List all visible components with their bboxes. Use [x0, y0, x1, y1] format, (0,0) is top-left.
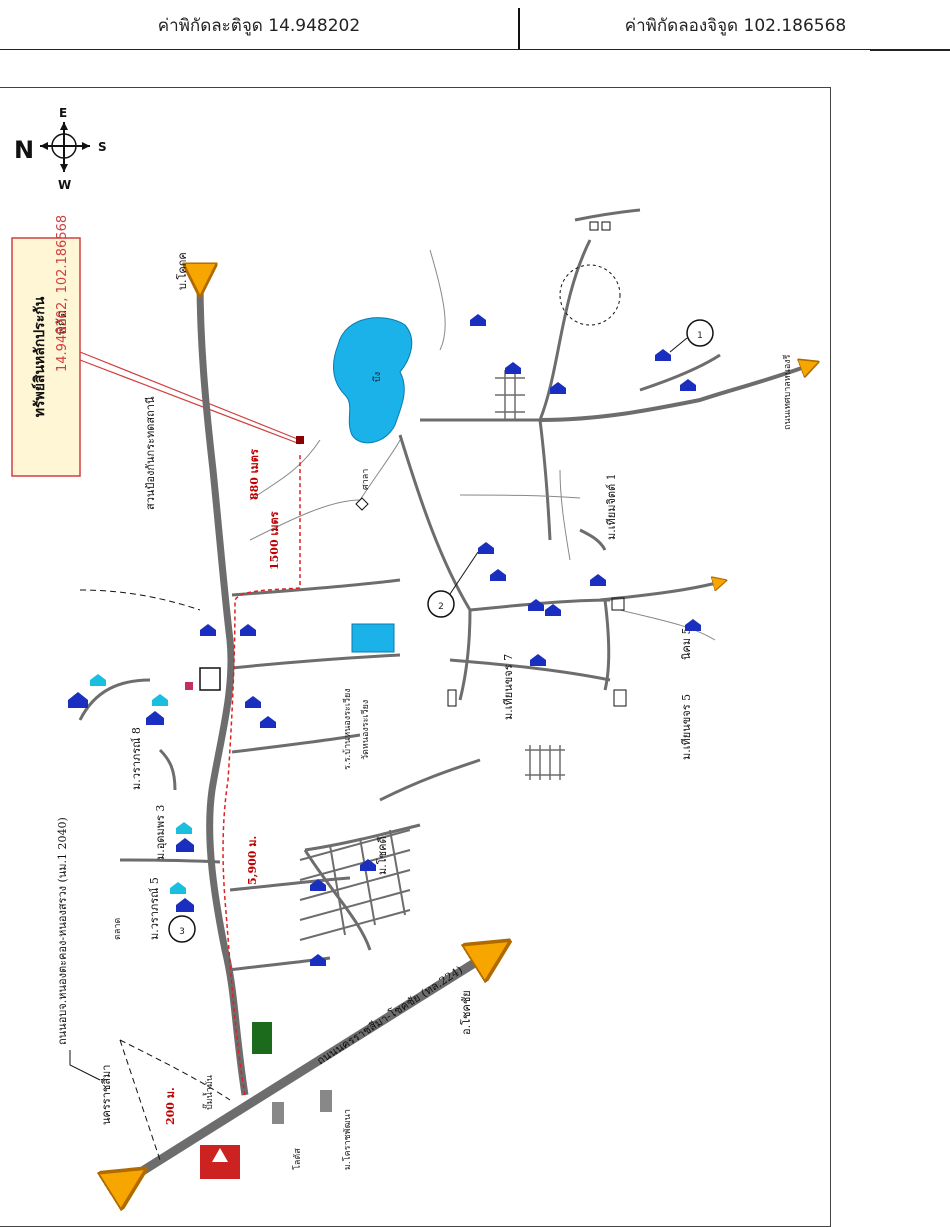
compass-n: N [14, 136, 34, 164]
minor-roads [249, 249, 716, 641]
label-dist-880: 880 เมตร [248, 449, 261, 500]
numbered-markers [168, 319, 714, 943]
small-pond [351, 623, 395, 653]
label-kpi: ม.โคราชพัฒนา [342, 1109, 353, 1170]
latitude-label: ค่าพิกัดละติจูด 14.948202 [157, 15, 361, 36]
pond [333, 317, 413, 444]
compass-rose: N E S W [14, 106, 107, 192]
marker-2: 2 [438, 602, 444, 612]
label-cemetery: สวนป้องกันกระทดสถานี [144, 396, 157, 510]
east-road [539, 365, 810, 422]
label-dist-5900: 5,900 ม. [246, 836, 259, 885]
route-to-property [222, 452, 301, 1096]
label-village-7: ม.เทียนขจร 7 [502, 654, 515, 720]
label-road-right: ถนนเทศบาลหนองรี [782, 354, 793, 430]
callout-coord-prefix: พิกัด [55, 310, 70, 335]
label-rural-road: ถนนอบจ.หนองตะคอง-หนองสรวง (นม.1 2040) [56, 817, 69, 1045]
header-bottom-line [0, 49, 950, 50]
label-dist-1500: 1500 เมตร [268, 511, 281, 570]
label-moo8: ม.วราภรณ์ 8 [130, 727, 143, 790]
compass-s: S [98, 140, 107, 154]
longitude-label: ค่าพิกัดลองจิจูด 102.186568 [624, 15, 847, 36]
label-chokdee: ม.โชคดี [375, 836, 389, 875]
label-chokchai: อ.โชคชัย [459, 990, 473, 1035]
label-moo3: ม.อุดมพร 3 [154, 805, 167, 860]
callout-title: ทรัพย์สินหลักประกัน [31, 296, 48, 417]
label-ptt: ปั๊มน้ำมัน [202, 1075, 215, 1110]
callout-coord-value: 14.948202, 102.186568 [55, 215, 70, 372]
housing-grid [299, 829, 411, 941]
label-highway: ถนนนครราชสีมา-โชคชัย (ทล.224) [314, 963, 465, 1068]
coordinate-header: ค่าพิกัดละติจูด 14.948202 ค่าพิกัดลองจิจ… [0, 0, 950, 51]
label-mahachai: ม.เทียมจิตต์ 1 [605, 473, 618, 540]
east-road-2 [599, 582, 720, 602]
pond-label: บึง [372, 372, 383, 382]
header-divider [518, 8, 520, 50]
label-market-road: ตลาด [113, 918, 123, 940]
collateral-callout: ทรัพย์สินหลักประกัน พิกัด 14.948202, 102… [11, 215, 304, 477]
main-road [200, 280, 249, 1096]
label-tesco: โลตัส [292, 1148, 303, 1170]
label-temple: วัดหนองระเวียง [360, 700, 371, 760]
compass-e: E [59, 106, 67, 120]
compass-w: W [58, 178, 71, 192]
label-top-destination: บ.โคกค [175, 252, 189, 290]
highway-224 [128, 952, 492, 1180]
boundary-lines [79, 589, 231, 1161]
label-moo5: ม.วราภรณ์ 5 [148, 877, 161, 940]
label-dist-200: 200 ม. [164, 1087, 177, 1125]
marker-3: 3 [179, 927, 185, 937]
label-school: ร.ร.บ้านหนองระเวียง [342, 688, 353, 770]
header-underline-right [870, 50, 950, 51]
market-grid [495, 370, 565, 780]
marker-1: 1 [697, 331, 703, 341]
label-left-destination: นครราชสีมา [100, 1065, 113, 1125]
label-village-6: ม.เทียนขจร 5 [680, 694, 693, 760]
house-icons [68, 314, 701, 966]
collateral-marker [296, 436, 304, 444]
label-sao: ศาลา [361, 469, 371, 490]
secondary-roads [78, 208, 721, 972]
landmark-icons [185, 221, 627, 1179]
label-nikhom: นิคม 5 [680, 627, 693, 660]
